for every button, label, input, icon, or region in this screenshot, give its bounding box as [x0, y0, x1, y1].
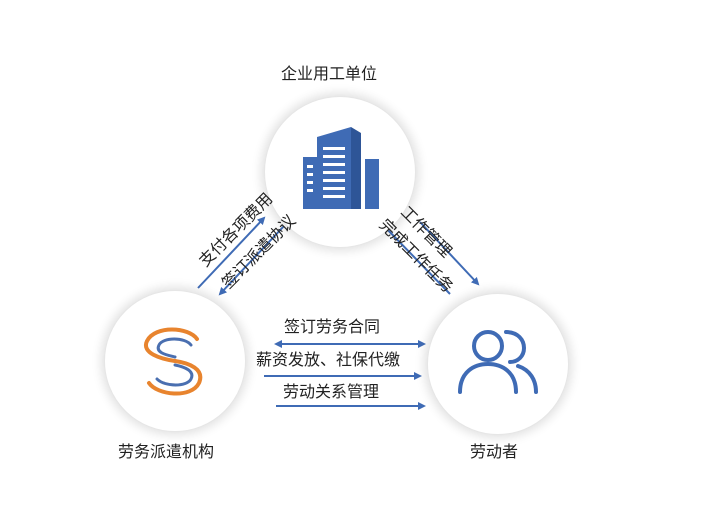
- arrow-complete-tasks: [382, 224, 451, 295]
- agency-node: [104, 290, 246, 432]
- worker-label: 劳动者: [470, 442, 519, 461]
- worker-node: [427, 293, 569, 435]
- s-logo-icon: [143, 327, 203, 396]
- agency-label: 劳务派遣机构: [118, 442, 215, 461]
- edge-label-relation-management: 劳动关系管理: [283, 382, 380, 401]
- edge-label-labor-contract: 签订劳务合同: [284, 317, 381, 336]
- arrow-sign-agreement: [218, 225, 285, 296]
- edge-label-salary-social-security: 薪资发放、社保代缴: [256, 350, 401, 369]
- arrow-work-management: [419, 221, 480, 286]
- employer-node: [264, 96, 416, 248]
- building-icon: [303, 127, 379, 209]
- employer-label: 企业用工单位: [281, 64, 378, 83]
- arrow-pay: [197, 216, 266, 289]
- people-icon: [458, 330, 538, 394]
